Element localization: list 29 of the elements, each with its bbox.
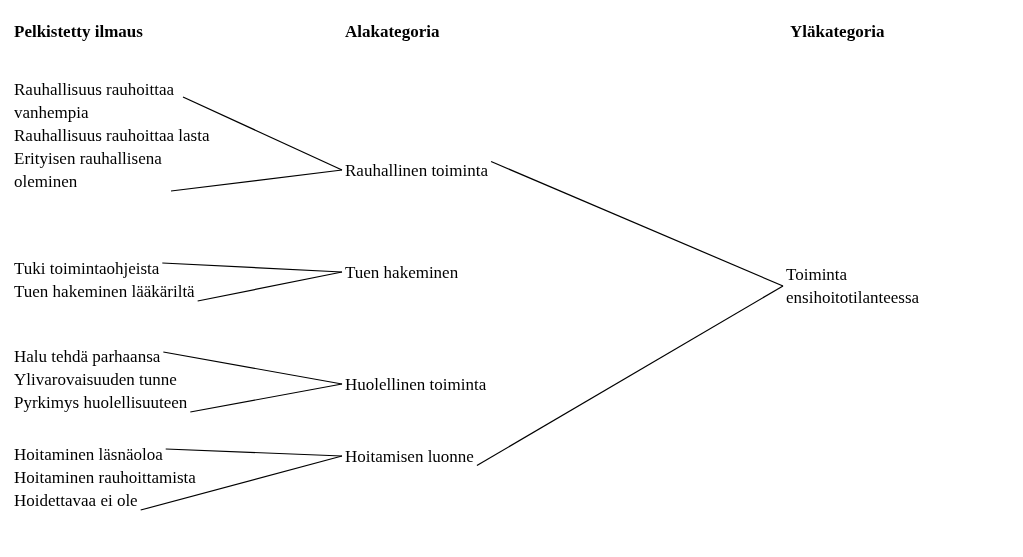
category-text: Tuki toimintaohjeista: [14, 258, 160, 280]
category-text: Pyrkimys huolellisuuteen: [14, 392, 188, 414]
category-text: Ylivarovaisuuden tunne: [14, 369, 177, 391]
category-text: Rauhallinen toiminta: [345, 159, 489, 182]
column-heading: Alakategoria: [345, 21, 440, 43]
category-text: Hoitaminen läsnäoloa: [14, 444, 163, 466]
category-text: Rauhallisuus rauhoittaa lasta: [14, 125, 210, 147]
connector-line: [161, 262, 343, 273]
category-text: Rauhallisuus rauhoittaa vanhempia: [14, 79, 176, 124]
connector-line: [197, 271, 343, 302]
category-text: Huolellinen toiminta: [345, 373, 487, 396]
category-text: Tuen hakeminen: [345, 261, 459, 284]
category-text: Hoitamisen luonne: [345, 445, 474, 468]
connector-line: [189, 383, 343, 413]
category-text: Erityisen rauhallisena oleminen: [14, 148, 163, 193]
column-heading: Pelkistetty ilmaus: [14, 21, 143, 43]
connector-line: [165, 448, 343, 457]
category-text: Tuen hakeminen lääkäriltä: [14, 281, 195, 303]
category-text: Toiminta ensihoitotilanteessa: [786, 264, 921, 309]
column-heading: Yläkategoria: [790, 21, 885, 43]
connector-line: [490, 160, 784, 287]
connector-line: [476, 285, 784, 467]
connector-line: [170, 169, 343, 192]
category-text: Hoitaminen rauhoittamista: [14, 467, 196, 489]
connector-line: [162, 351, 343, 385]
category-text: Hoidettavaa ei ole: [14, 490, 138, 512]
connector-line: [182, 96, 343, 171]
category-text: Halu tehdä parhaansa: [14, 346, 161, 368]
connector-line: [140, 455, 343, 511]
